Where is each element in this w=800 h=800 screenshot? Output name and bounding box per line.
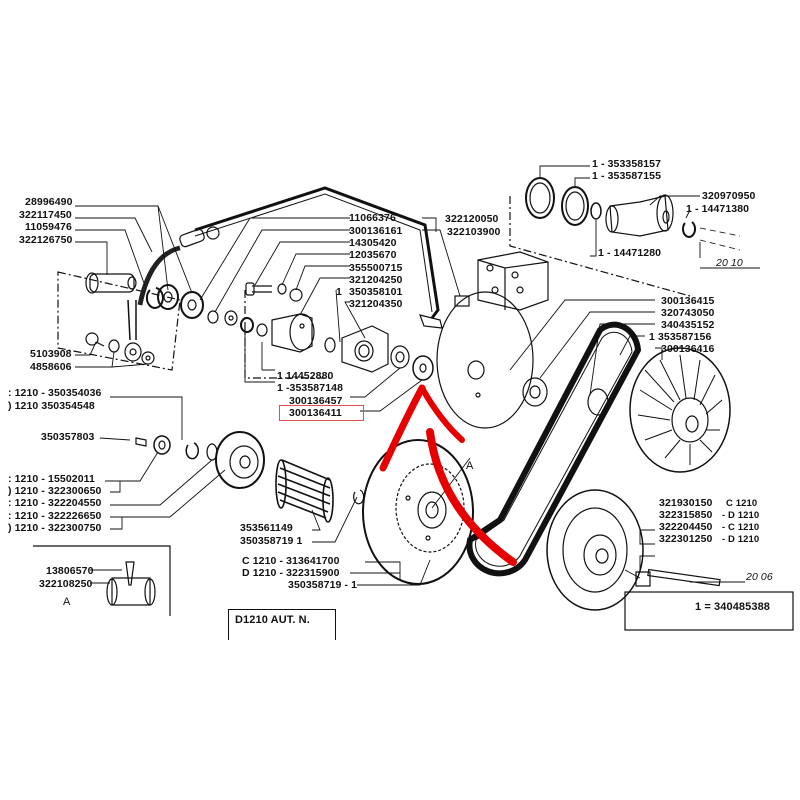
part-label: : 1210 - 350354036 <box>8 387 102 399</box>
variant-label: - D 1210 <box>722 534 760 545</box>
part-label: 355500715 <box>349 262 403 274</box>
spring <box>275 459 334 523</box>
part-label: 353561149 <box>240 522 293 534</box>
part-label: 320970950 <box>702 190 756 202</box>
part-label: 322108250 <box>39 578 93 590</box>
variant-label: C 1210 <box>726 498 758 509</box>
part-label: 11059476 <box>25 221 72 233</box>
upper-disc <box>436 291 534 429</box>
part-label: 300136457 <box>289 395 343 407</box>
part-label: 1 -353587148 <box>277 382 344 394</box>
part-label: 11066376 <box>349 212 396 224</box>
part-label: 322204450 <box>659 521 713 533</box>
part-label: 5103908 <box>30 348 72 360</box>
part-qty: 1 <box>336 286 342 298</box>
part-label: 321204250 <box>349 274 403 286</box>
red-arrow-annotation <box>379 384 517 566</box>
part-label: 322126750 <box>19 234 73 246</box>
drive-belt <box>466 321 642 577</box>
rod-pipe <box>194 186 440 319</box>
figure-ref: 20 06 <box>746 571 773 583</box>
kit-label: 1 = 340485388 <box>695 601 771 613</box>
part-label: 321930150 <box>659 497 713 509</box>
part-label: : 1210 - 15502011 <box>8 473 95 485</box>
part-label: 1 - 14471280 <box>598 247 662 259</box>
part-label: 322120050 <box>445 213 499 225</box>
section-a-marker: A <box>466 460 474 472</box>
drive-pulley <box>362 439 474 585</box>
leader-lines <box>75 165 760 586</box>
dash-bound-left <box>57 271 181 371</box>
part-label: 14305420 <box>349 237 397 249</box>
part-label: : 1210 - 322204550 <box>8 497 102 509</box>
part-label: ) 1210 - 322300750 <box>8 522 102 534</box>
lower-pulley <box>546 489 644 611</box>
part-label: C 1210 - 313641700 <box>242 555 340 567</box>
part-label: 322117450 <box>19 209 72 221</box>
part-label: ) 1210 350354548 <box>8 400 95 412</box>
part-label: 350357803 <box>41 431 95 443</box>
model-title: D1210 AUT. N. <box>235 614 310 626</box>
part-label: 1 353587156 <box>649 331 712 343</box>
part-label: 13806570 <box>46 565 94 577</box>
part-label: 350358719 1 <box>240 535 303 547</box>
part-label: 4858606 <box>30 361 72 373</box>
part-label: 1 14452880 <box>277 370 334 382</box>
part-label: 322315850 <box>659 509 713 521</box>
figure-ref: 20 10 <box>716 257 743 269</box>
highlighted-part-label[interactable]: 300136411 <box>289 407 342 419</box>
part-label: 340435152 <box>661 319 715 331</box>
part-label: 300136416 <box>661 343 715 355</box>
fan-pulley <box>629 347 731 473</box>
part-label: 1 - 353358157 <box>592 158 662 170</box>
variant-label: - D 1210 <box>722 510 760 521</box>
part-label: 322103900 <box>447 226 501 238</box>
part-label: 321204350 <box>349 298 403 310</box>
variant-label: - C 1210 <box>722 522 760 533</box>
part-label: 350358719 - 1 <box>288 579 358 591</box>
part-label: 350358101 <box>349 286 403 298</box>
detail-a-label: A <box>63 596 71 608</box>
model-box <box>228 609 336 640</box>
part-label: 300136161 <box>349 225 403 237</box>
part-label: 12035670 <box>349 249 397 261</box>
part-label: 1 - 14471380 <box>686 203 750 215</box>
part-label: D 1210 - 322315900 <box>242 567 340 579</box>
part-label: : 1210 - 322226650 <box>8 510 102 522</box>
dash-bound-right <box>509 196 691 297</box>
part-label: 1 - 353587155 <box>592 170 662 182</box>
part-label: ) 1210 - 322300650 <box>8 485 102 497</box>
part-label: 28996490 <box>25 196 73 208</box>
part-label: 322301250 <box>659 533 713 545</box>
part-label: 320743050 <box>661 307 715 319</box>
highlight-box <box>279 405 364 421</box>
part-label: 300136415 <box>661 295 715 307</box>
